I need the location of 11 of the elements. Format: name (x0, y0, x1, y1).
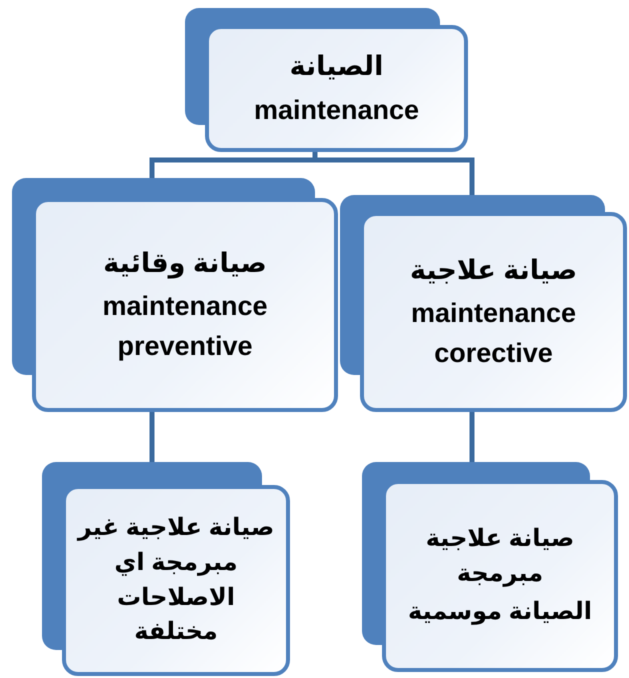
box-text: صيانة علاجية مبرمجة (424, 524, 576, 589)
box-text: maintenance preventive (101, 290, 269, 363)
box-text: صيانة علاجية (410, 254, 578, 288)
connector-line (470, 412, 474, 462)
connector-line (150, 412, 154, 462)
box-text: maintenance corective (410, 297, 578, 370)
box-text: maintenance (254, 94, 420, 126)
box-text: صيانة وقائية (103, 247, 267, 281)
box-text: صيانة علاجية غير مبرمجة اي الاصلاحات مختلفة (76, 512, 276, 648)
box-text: الصيانة موسمية (408, 597, 592, 628)
box-text: الصيانة (290, 50, 384, 84)
